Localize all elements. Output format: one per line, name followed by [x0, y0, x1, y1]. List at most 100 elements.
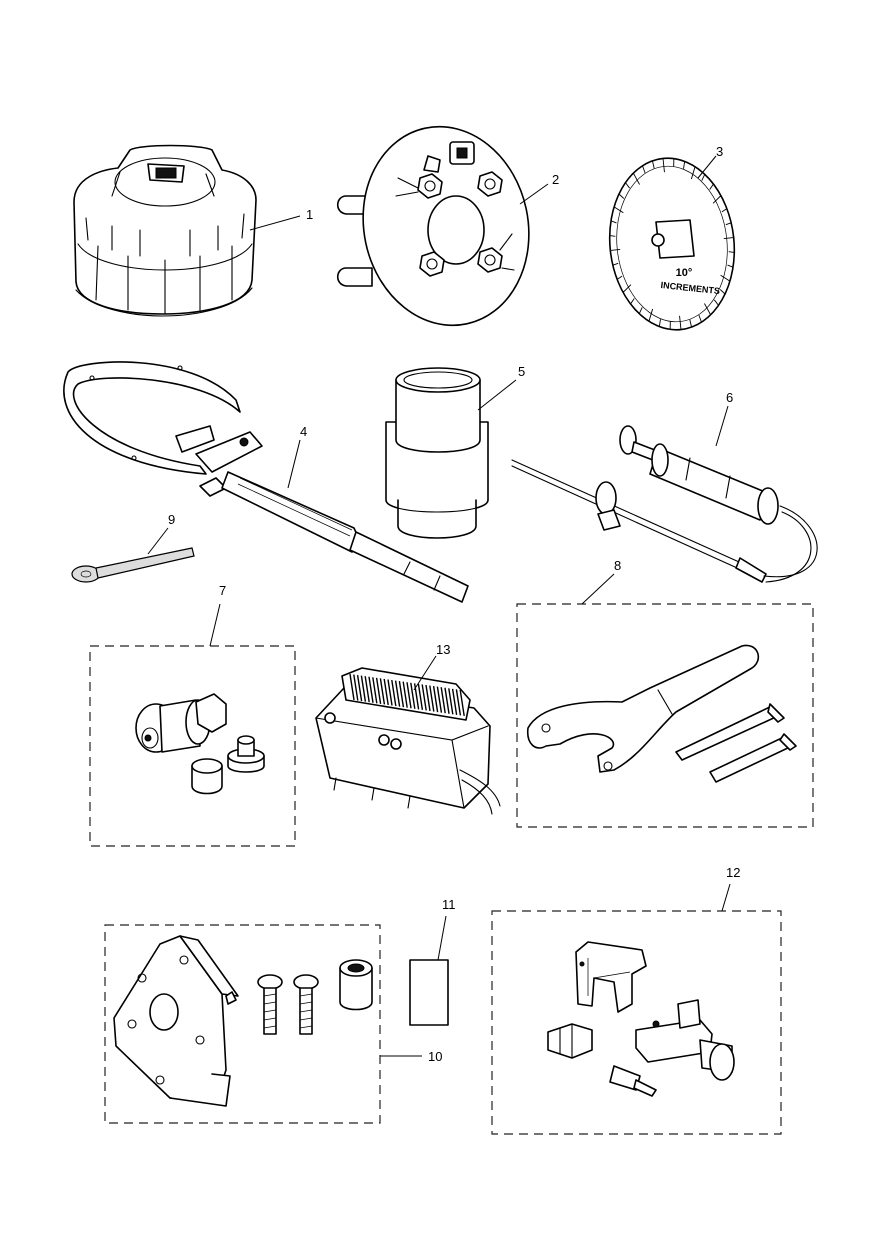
vent-slot [436, 686, 443, 713]
vent-slot [349, 673, 355, 701]
dial-tick [719, 289, 726, 295]
vent-slot [459, 689, 465, 717]
vent-slot [410, 682, 416, 709]
dial-tick [728, 251, 735, 253]
vent-slot [356, 674, 363, 702]
plate-bolt [419, 251, 445, 277]
vent-slot [360, 675, 367, 702]
part-6-vacuum-syringe [511, 425, 818, 583]
callout-11: 11 [442, 897, 456, 912]
callout-2: 2 [552, 172, 559, 187]
callout-8: 8 [614, 558, 621, 573]
dial-tick [616, 275, 623, 280]
vent-slot [429, 685, 435, 712]
part-2-holding-plate [336, 125, 530, 327]
dial-tick [630, 298, 635, 305]
dial-tick [704, 303, 712, 316]
dial-tick [712, 195, 722, 204]
vent-slot [368, 676, 374, 703]
vent-slot [372, 677, 378, 704]
vent-slot [398, 681, 405, 708]
vent-slot [451, 688, 458, 715]
dial-tick [723, 237, 734, 240]
dial-tick [725, 222, 732, 226]
callout-10: 10 [428, 1049, 442, 1064]
vent-slot [402, 681, 408, 708]
part-11-card [409, 959, 449, 1026]
dial-tick [709, 183, 714, 190]
dial-tick [690, 166, 696, 180]
leader-lines [147, 155, 731, 1057]
part-12-locking-kit [547, 941, 735, 1097]
dial-tick [713, 299, 719, 306]
plate-bolt [477, 247, 503, 273]
kit-box-10 [104, 924, 381, 1124]
kit-box-12 [491, 910, 782, 1135]
vent-slot [383, 678, 389, 706]
flange-bolt [257, 974, 283, 1035]
vent-slot [444, 687, 450, 714]
plate-bolt [417, 173, 443, 199]
callout-5: 5 [518, 364, 525, 379]
dial-tick [689, 319, 692, 328]
dial-tick [648, 308, 654, 322]
vent-slot [421, 684, 427, 711]
part-10-bracket-kit [113, 935, 373, 1107]
dial-tick [720, 274, 731, 282]
dial-tick [662, 158, 665, 173]
vent-slot [406, 682, 412, 709]
part-8-c-spanner [526, 644, 797, 783]
dial-tick [625, 182, 631, 189]
dial-tick [622, 284, 632, 293]
callout-6: 6 [726, 390, 733, 405]
vent-slot [364, 676, 370, 703]
dial-tick [727, 264, 734, 268]
callout-labels: 1 2 3 4 5 6 7 8 9 10 11 12 13 [168, 144, 740, 1064]
callout-1: 1 [306, 207, 313, 222]
dial-tick [642, 165, 646, 174]
vent-slot [425, 684, 431, 712]
dial-tick [610, 248, 621, 251]
callout-12: 12 [726, 865, 740, 880]
vent-slot [375, 677, 382, 704]
vent-slot [379, 678, 386, 705]
callout-4: 4 [300, 424, 307, 439]
dial-tick [658, 319, 661, 327]
dial-tick [652, 160, 655, 169]
vent-slot [432, 685, 439, 713]
dial-tick [612, 262, 619, 266]
vent-slot [448, 688, 454, 715]
kit-box-7 [89, 645, 296, 847]
dial-text-degrees: 10° [676, 267, 693, 279]
kit-box-8 [516, 603, 814, 828]
dial-tick [701, 174, 706, 181]
dial-tick [618, 193, 625, 199]
vent-slot [440, 687, 446, 714]
vent-grille [349, 673, 465, 717]
part-3-degree-dial: 10° INCREMENTS [608, 157, 736, 331]
plate-bolt [477, 171, 503, 197]
part-4-strap-wrench [63, 361, 469, 603]
callout-9: 9 [168, 512, 175, 527]
dial-tick [613, 206, 624, 214]
dial-tick [683, 161, 686, 169]
callout-3: 3 [716, 144, 723, 159]
vent-slot [455, 689, 462, 716]
dial-tick [698, 314, 702, 323]
part-13-electronic-unit [315, 667, 501, 815]
part-9-small-key [71, 547, 195, 583]
vent-slot [353, 674, 359, 701]
callout-7: 7 [219, 583, 226, 598]
part-1-oil-filter-cap [73, 144, 257, 317]
part-7-bearing-kit [135, 693, 265, 795]
part-5-sleeve [385, 367, 489, 539]
flange-bolt [293, 974, 319, 1035]
dial-tick [679, 315, 682, 330]
dial-tick [632, 172, 640, 185]
dial-tick [609, 235, 616, 237]
vent-slot [391, 679, 397, 707]
dial-tick-marks [609, 158, 735, 330]
spacer-sleeve [339, 959, 373, 1011]
vent-slot [417, 683, 424, 711]
